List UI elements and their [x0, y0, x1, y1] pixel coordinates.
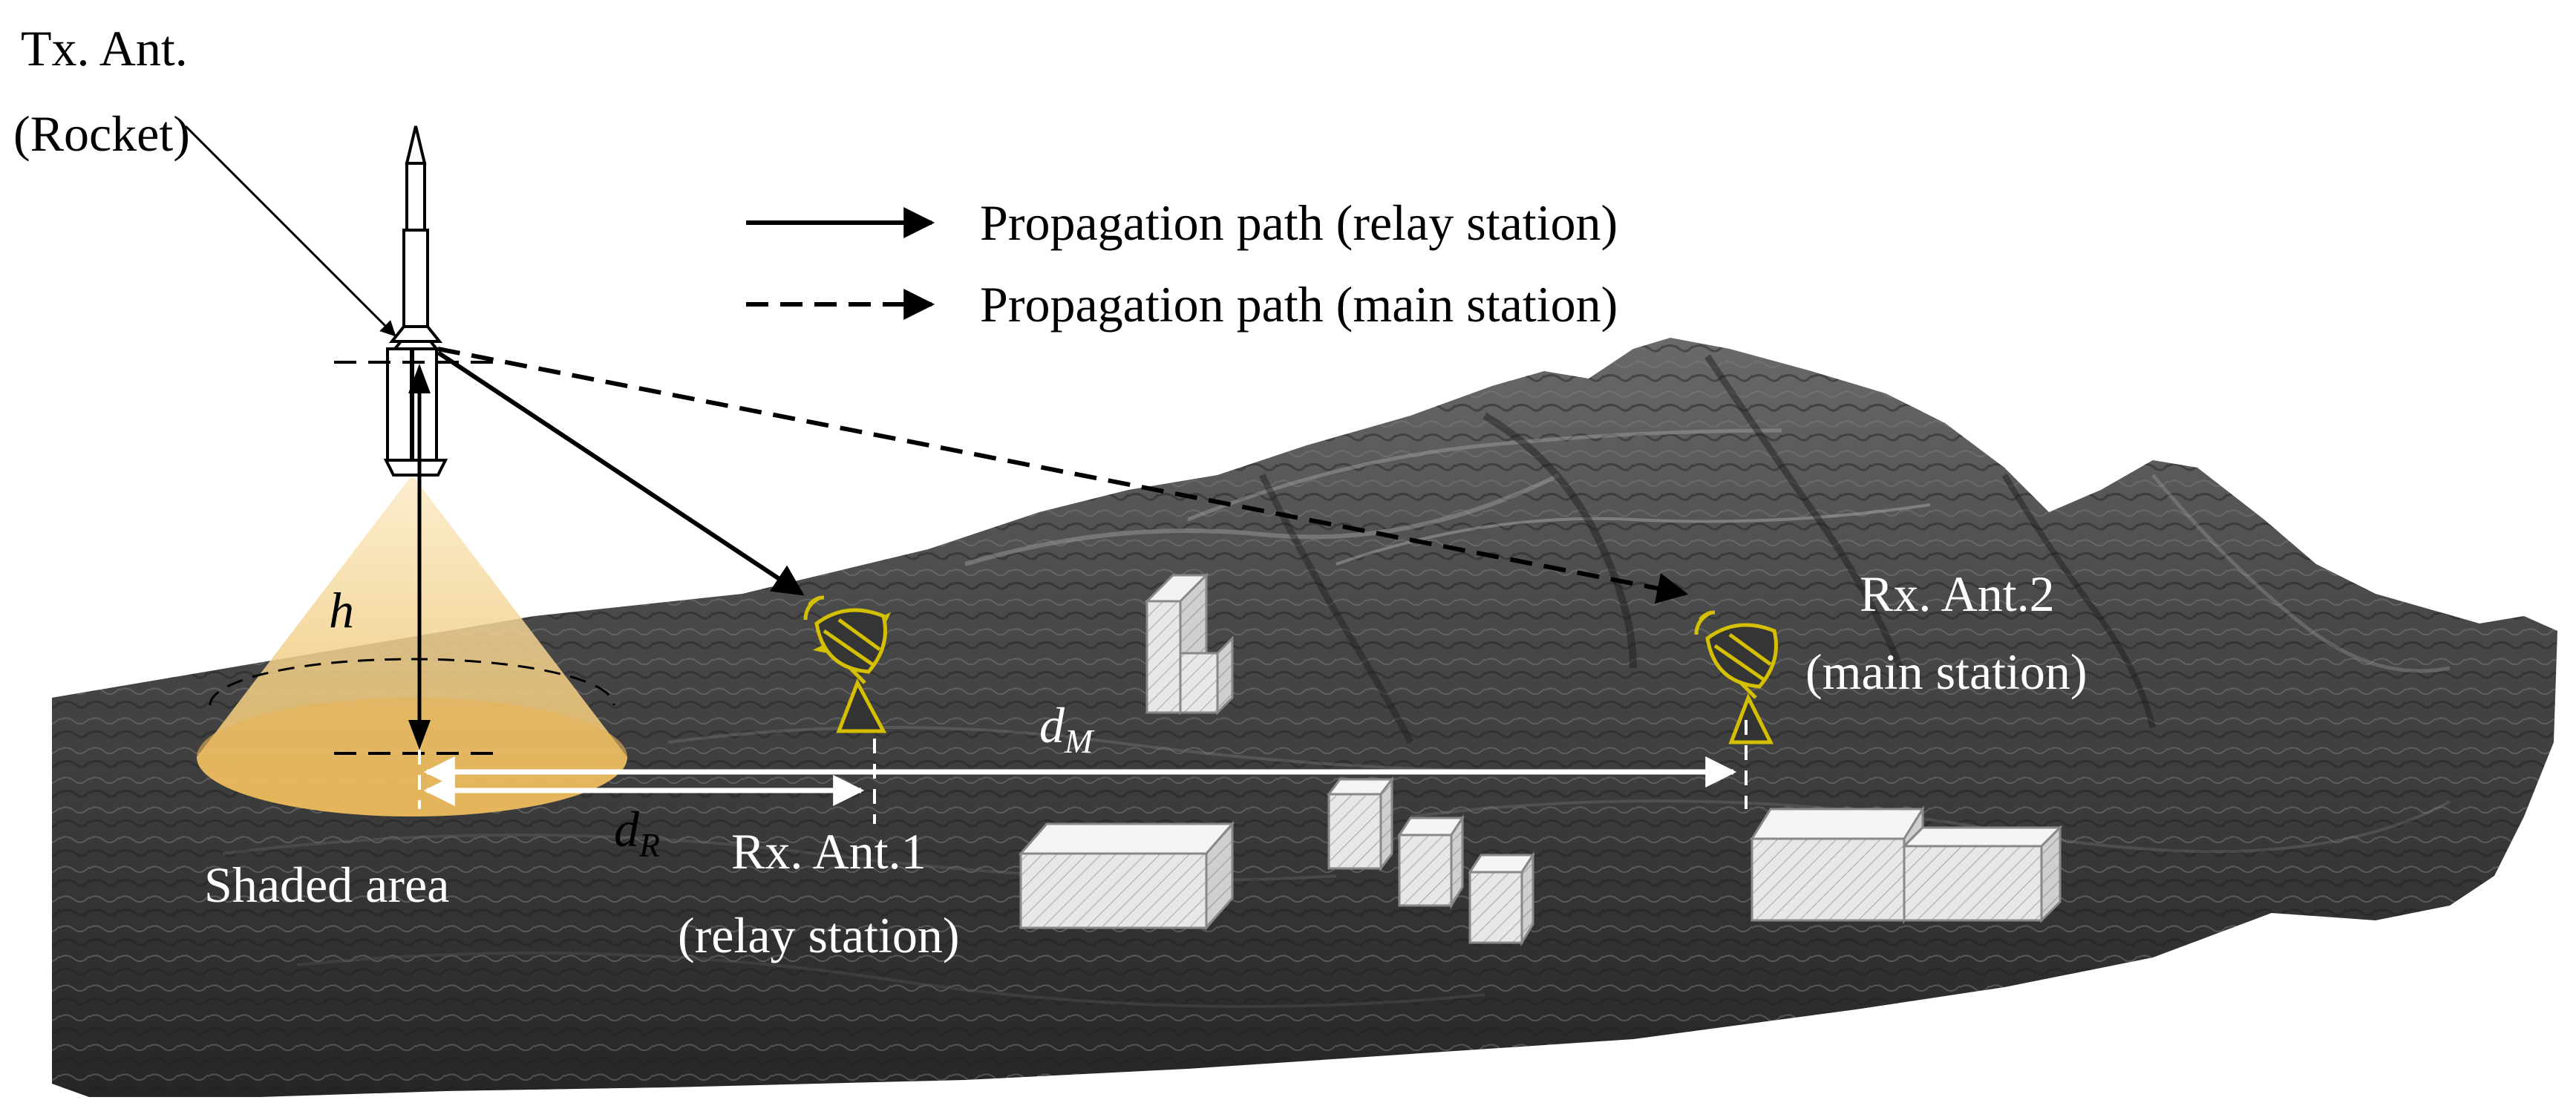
building-6 — [1901, 825, 2063, 923]
tx-antenna-label: Tx. Ant. — [21, 20, 188, 76]
relay-path-arrow — [437, 350, 805, 596]
rx1-label: Rx. Ant.1 — [731, 823, 926, 880]
height-label: h — [329, 582, 354, 638]
shaded-area-label: Shaded area — [204, 857, 449, 913]
building-3 — [1397, 813, 1465, 910]
tx-pointer-line — [184, 125, 396, 337]
building-5 — [1750, 805, 1925, 925]
dm-arrow — [423, 720, 1748, 809]
legend: Propagation path (relay station) Propaga… — [746, 194, 1618, 333]
building-2 — [1327, 776, 1394, 872]
building-4 — [1468, 851, 1535, 947]
rx1-sublabel: (relay station) — [678, 907, 960, 963]
dr-label: dR — [614, 801, 660, 864]
dr-arrow — [423, 739, 876, 824]
building-tower — [1144, 572, 1234, 716]
legend-main-label: Propagation path (main station) — [980, 276, 1618, 333]
legend-relay-label: Propagation path (relay station) — [980, 194, 1618, 251]
height-arrow — [408, 364, 431, 750]
building-1 — [1018, 821, 1235, 931]
rx2-sublabel: (main station) — [1805, 644, 2088, 700]
rocket-icon — [383, 125, 448, 477]
rx2-label: Rx. Ant.2 — [1860, 566, 2055, 622]
main-dish-icon — [1694, 610, 1778, 744]
tx-antenna-sublabel: (Rocket) — [13, 105, 190, 162]
relay-dish-icon — [803, 595, 892, 733]
dm-label: dM — [1039, 697, 1095, 760]
main-path-arrow — [437, 347, 1689, 604]
